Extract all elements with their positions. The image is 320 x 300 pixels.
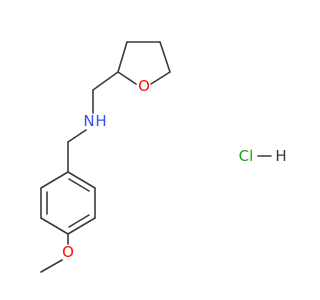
amine-hydrogen: H xyxy=(95,112,106,130)
salt-hydrogen: H xyxy=(275,147,286,165)
chlorine-atom: Cl xyxy=(239,147,254,165)
chemical-structure: N H O O Cl H xyxy=(40,41,287,273)
linker-chain xyxy=(67,71,119,173)
methoxy-group xyxy=(40,233,69,273)
ring-oxygen-atom: O xyxy=(138,77,150,95)
bond-ring-c2-c3 xyxy=(117,41,128,73)
bond-c2-ch2 xyxy=(92,71,119,91)
tetrahydrofuran-ring xyxy=(117,41,171,85)
bond-ar-inner-1 xyxy=(68,178,90,192)
bond-ar-6-1 xyxy=(40,171,69,189)
bond-ar-4-5 xyxy=(40,217,69,235)
bond-ring-c5-o xyxy=(150,71,171,85)
bond-n-ch2 xyxy=(67,129,87,143)
benzene-ring xyxy=(40,171,96,235)
bond-ar-3-4 xyxy=(67,217,96,235)
nitrogen-atom: N xyxy=(83,112,94,130)
bond-ring-c4-c5 xyxy=(159,41,171,73)
bond-ar-1-2 xyxy=(67,171,96,189)
bond-o-ch3 xyxy=(40,259,63,273)
bond-ar-inner-2 xyxy=(68,214,90,228)
methoxy-oxygen-atom: O xyxy=(62,243,74,261)
hydrochloride-salt: Cl H xyxy=(239,147,287,165)
bond-ring-o-c2 xyxy=(117,71,137,85)
